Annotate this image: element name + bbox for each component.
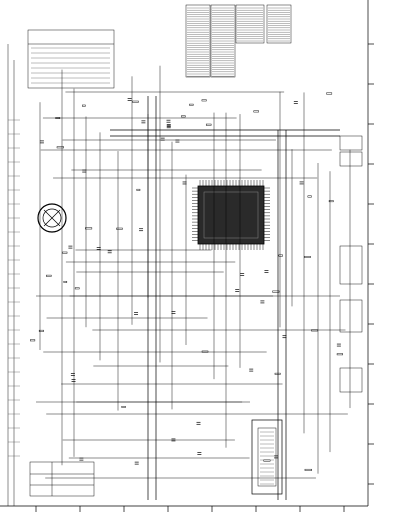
components xyxy=(30,92,343,471)
title-notes-block xyxy=(27,29,115,89)
bottom-connector-pins xyxy=(260,431,274,485)
notes-table-lines xyxy=(187,7,290,77)
border-ticks-bottom xyxy=(35,506,345,512)
title-note-lines xyxy=(31,47,110,84)
main-ic-pins xyxy=(192,180,270,250)
right-connectors xyxy=(339,135,363,393)
motor-symbol xyxy=(37,203,67,233)
border-ticks-right xyxy=(368,43,374,485)
notes-table xyxy=(185,4,292,78)
bottom-connector-block xyxy=(251,419,283,495)
main-ic xyxy=(192,180,270,250)
wiring xyxy=(7,44,351,506)
bottom-left-notes xyxy=(29,461,95,497)
border-frame xyxy=(0,0,374,512)
